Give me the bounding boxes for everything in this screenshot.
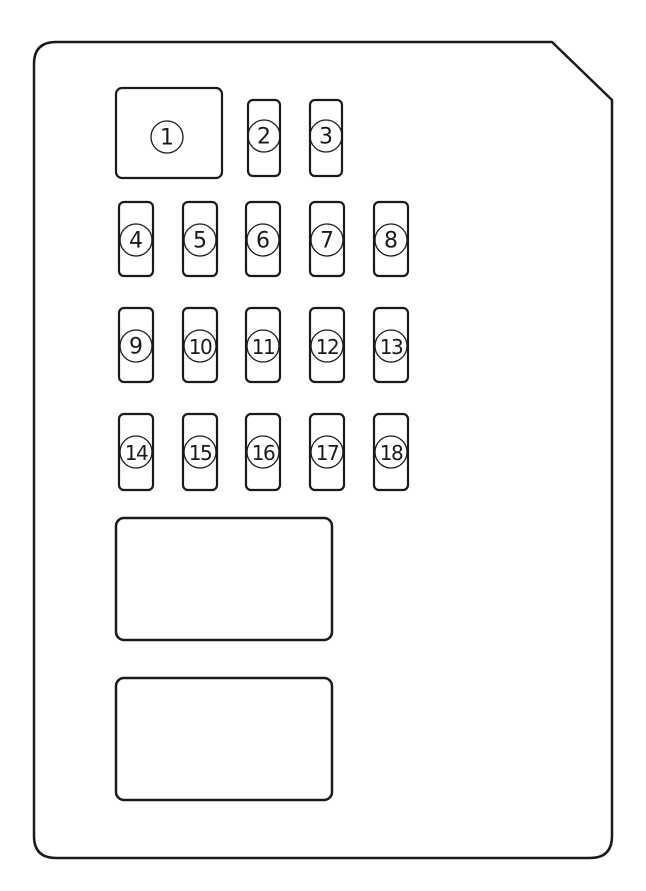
fuse-8-marker <box>374 223 408 257</box>
fuse-2-marker <box>247 119 281 153</box>
fuse-3-marker <box>309 119 343 153</box>
fuse-7-housing <box>308 200 346 278</box>
fuse-12-marker <box>310 329 344 363</box>
fuse-5-marker <box>183 223 217 257</box>
fuse-10-housing <box>181 306 219 384</box>
fuse-13-label: 13 <box>380 335 403 359</box>
fuse-15-label: 15 <box>189 441 211 465</box>
fuse-2-label: 2 <box>257 125 271 150</box>
fuse-13: 13 <box>372 306 410 384</box>
fuse-8: 8 <box>372 200 410 278</box>
fuse-2: 2 <box>246 98 282 178</box>
fuse-9-label: 9 <box>129 335 143 360</box>
fuse-11-housing <box>244 306 282 384</box>
fuse-7-label: 7 <box>320 229 334 254</box>
fuse-6-marker <box>246 223 280 257</box>
fuse-18: 18 <box>372 412 410 492</box>
fuse-17-housing <box>308 412 346 492</box>
fuse-12-label: 12 <box>316 335 338 359</box>
fuse-14-marker <box>119 435 153 469</box>
fuse-12: 12 <box>308 306 346 384</box>
fuse-14-label: 14 <box>125 441 148 465</box>
fuse-13-housing <box>372 306 410 384</box>
fuse-panel-outline <box>32 40 614 860</box>
fuse-16-marker <box>246 435 280 469</box>
fuse-18-label: 18 <box>380 441 403 465</box>
fuse-4-housing <box>117 200 155 278</box>
fuse-18-housing <box>372 412 410 492</box>
fuse-1: 1 <box>114 86 224 180</box>
fuse-8-housing <box>372 200 410 278</box>
fuse-18-marker <box>374 435 408 469</box>
fuse-6-label: 6 <box>256 229 270 254</box>
relay-block-upper <box>114 516 334 642</box>
fuse-17-label: 17 <box>316 441 339 465</box>
fuse-8-label: 8 <box>384 229 398 254</box>
fuse-11-label: 11 <box>252 335 274 359</box>
fuse-4: 4 <box>117 200 155 278</box>
fuse-16: 16 <box>244 412 282 492</box>
fuse-9-housing <box>117 306 155 384</box>
fuse-10: 10 <box>181 306 219 384</box>
fuse-12-housing <box>308 306 346 384</box>
fuse-15: 15 <box>181 412 219 492</box>
fuse-14-housing <box>117 412 155 492</box>
fuse-11-marker <box>246 329 280 363</box>
fuse-10-marker <box>183 329 217 363</box>
relay-block-lower <box>114 676 334 802</box>
fuse-3: 3 <box>308 98 344 178</box>
fuse-17: 17 <box>308 412 346 492</box>
fuse-16-housing <box>244 412 282 492</box>
fuse-10-label: 10 <box>189 335 212 359</box>
fuse-11: 11 <box>244 306 282 384</box>
fuse-5-label: 5 <box>193 229 207 254</box>
fuse-16-label: 16 <box>252 441 275 465</box>
fuse-6: 6 <box>244 200 282 278</box>
fuse-5-housing <box>181 200 219 278</box>
fuse-14: 14 <box>117 412 155 492</box>
fuse-17-marker <box>310 435 344 469</box>
fuse-15-housing <box>181 412 219 492</box>
fuse-13-marker <box>374 329 408 363</box>
fuse-9: 9 <box>117 306 155 384</box>
fuse-4-marker <box>119 223 153 257</box>
fuse-7: 7 <box>308 200 346 278</box>
fuse-1-housing <box>114 86 224 180</box>
fuse-1-label: 1 <box>160 126 174 151</box>
fuse-6-housing <box>244 200 282 278</box>
fuse-4-label: 4 <box>129 229 143 254</box>
fuse-5: 5 <box>181 200 219 278</box>
fuse-7-marker <box>310 223 344 257</box>
fuse-1-marker <box>150 120 184 154</box>
fuse-layer: 1 2 3 4 5 6 7 <box>114 86 410 492</box>
fuse-3-label: 3 <box>319 125 333 150</box>
fuse-15-marker <box>183 435 217 469</box>
fuse-9-marker <box>119 329 153 363</box>
